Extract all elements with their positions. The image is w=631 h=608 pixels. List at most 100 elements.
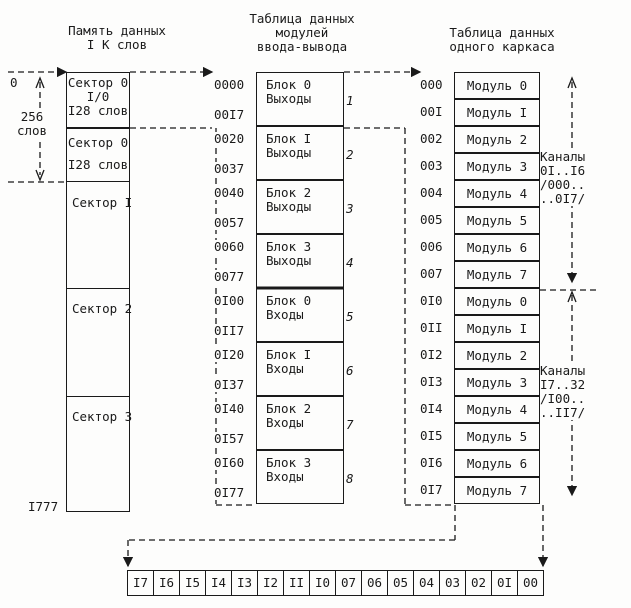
module-cell: Модуль 6	[454, 450, 540, 477]
module-addr: 0I5	[420, 428, 443, 443]
sector-3-divider	[66, 396, 130, 397]
sector-3-label: Сектор 3	[72, 409, 133, 424]
register-bit: 05	[387, 570, 414, 596]
io-block-start-addr: 0I20	[214, 347, 245, 362]
io-block-end-addr: 0037	[214, 161, 245, 176]
module-cell: Модуль 4	[454, 180, 540, 207]
io-block	[256, 180, 344, 234]
module-addr: 0I0	[420, 293, 443, 308]
io-block-end-addr: 0077	[214, 269, 245, 284]
register-bit: I5	[179, 570, 206, 596]
register-bit: 06	[361, 570, 388, 596]
module-addr: 007	[420, 266, 443, 281]
register-bit: II	[283, 570, 310, 596]
span-arrow-down	[35, 169, 45, 182]
io-block	[256, 126, 344, 180]
io-block-number: 7	[346, 417, 354, 432]
io-block-end-addr: 00I7	[214, 107, 245, 122]
io-table-header: Таблица данных модулей ввода-вывода	[249, 11, 355, 54]
io-block-number: 6	[346, 363, 354, 378]
module-addr: 005	[420, 212, 443, 227]
memory-end-addr: I777	[28, 499, 59, 514]
channels-bottom-label: Каналы I7..32 /I00.. ..II7/	[540, 363, 586, 420]
io-block-end-addr: 0I57	[214, 431, 245, 446]
io-block-start-addr: 0000	[214, 77, 245, 92]
module-cell: Модуль I	[454, 315, 540, 342]
register-bit: 02	[465, 570, 492, 596]
sector-2-label: Сектор 2	[72, 301, 133, 316]
span-arrow-up	[35, 76, 45, 89]
module-addr: 0I4	[420, 401, 443, 416]
io-block-number: 3	[346, 201, 354, 216]
module-cell: Модуль 2	[454, 342, 540, 369]
module-addr: 003	[420, 158, 443, 173]
module-cell: Модуль 3	[454, 153, 540, 180]
io-block-number: 4	[346, 255, 354, 270]
module-cell: Модуль 5	[454, 423, 540, 450]
sector-1-label: Сектор I	[72, 195, 133, 210]
register-bit: 04	[413, 570, 440, 596]
io-block	[256, 450, 344, 504]
register-bit: 07	[335, 570, 362, 596]
io-block-end-addr: 0057	[214, 215, 245, 230]
io-block-number: 5	[346, 309, 354, 324]
register-bit: 00	[517, 570, 544, 596]
module-cell: Модуль 4	[454, 396, 540, 423]
io-block	[256, 288, 344, 342]
register-bit: I6	[153, 570, 180, 596]
io-block	[256, 72, 344, 126]
module-addr: 006	[420, 239, 443, 254]
module-cell: Модуль 0	[454, 72, 540, 99]
register-bit: I7	[127, 570, 154, 596]
sector-0-io-label: Сектор 0 I/0 I28 слов	[67, 75, 129, 118]
module-cell: Модуль 5	[454, 207, 540, 234]
register-bit: 03	[439, 570, 466, 596]
module-cell: Модуль 0	[454, 288, 540, 315]
io-block-start-addr: 0060	[214, 239, 245, 254]
register-bit: I3	[231, 570, 258, 596]
register-bit: I0	[309, 570, 336, 596]
io-block-number: 1	[346, 93, 354, 108]
register-bit: I2	[257, 570, 284, 596]
io-block-start-addr: 0040	[214, 185, 245, 200]
module-addr: 0I6	[420, 455, 443, 470]
io-block-start-addr: 0I00	[214, 293, 245, 308]
module-cell: Модуль I	[454, 99, 540, 126]
memory-sector-0-data	[66, 128, 130, 182]
sector-0-data-label: Сектор 0 I28 слов	[67, 135, 129, 172]
register-bit: 0I	[491, 570, 518, 596]
module-addr: 0I7	[420, 482, 443, 497]
io-block	[256, 396, 344, 450]
sector-2-divider	[66, 288, 130, 289]
io-block-end-addr: 0I37	[214, 377, 245, 392]
channels-top-label: Каналы 0I..I6 /000.. ..0I7/	[540, 149, 586, 206]
module-addr: 002	[420, 131, 443, 146]
module-addr: 0I2	[420, 347, 443, 362]
io-block-number: 2	[346, 147, 354, 162]
module-addr: 0I3	[420, 374, 443, 389]
io-block-number: 8	[346, 471, 354, 486]
module-addr: 0II	[420, 320, 443, 335]
io-block-end-addr: 0I77	[214, 485, 245, 500]
channels-top-arrow-up	[567, 76, 577, 89]
module-cell: Модуль 2	[454, 126, 540, 153]
memory-sector-0-io	[66, 72, 130, 128]
io-block-end-addr: 0II7	[214, 323, 245, 338]
module-cell: Модуль 7	[454, 261, 540, 288]
io-block-start-addr: 0020	[214, 131, 245, 146]
io-block	[256, 342, 344, 396]
io-block-start-addr: 0I40	[214, 401, 245, 416]
module-addr: 004	[420, 185, 443, 200]
module-cell: Модуль 3	[454, 369, 540, 396]
io-block-start-addr: 0I60	[214, 455, 245, 470]
register-bit: I4	[205, 570, 232, 596]
io-block	[256, 234, 344, 288]
